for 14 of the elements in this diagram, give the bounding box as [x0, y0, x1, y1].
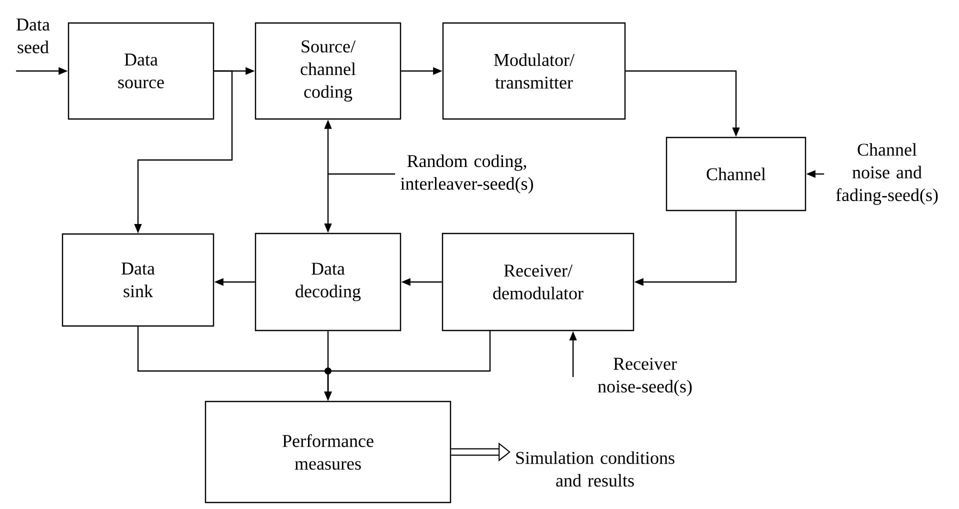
- label-text: Receiver noise-seed(s): [598, 358, 692, 396]
- label-text: Random coding, interleaver-seed(s): [400, 154, 534, 194]
- leader-line: [328, 173, 396, 175]
- process-box: Channel: [666, 136, 806, 212]
- process-box: Data source: [68, 22, 214, 120]
- process-box: Data sink: [62, 233, 214, 327]
- label-text: Simulation conditions and results: [516, 451, 674, 487]
- process-box: Data decoding: [254, 232, 402, 332]
- process-box: Source/ channel coding: [254, 22, 402, 120]
- process-box: Modulator/ transmitter: [442, 22, 626, 120]
- process-box: Performance measures: [204, 400, 452, 504]
- label-text: Channel noise and fading-seed(s): [836, 143, 938, 205]
- label-text: Data seed: [16, 18, 50, 54]
- process-box: Receiver/ demodulator: [442, 232, 634, 332]
